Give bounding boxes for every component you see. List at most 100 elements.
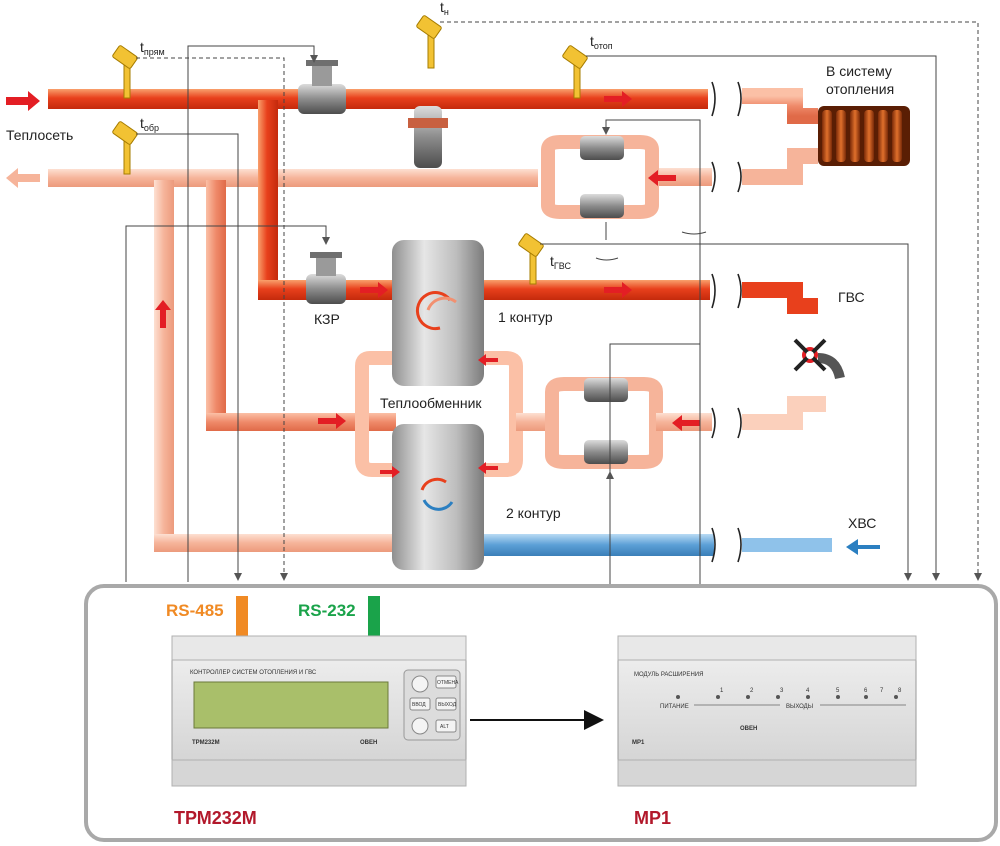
key-cancel[interactable] [435,675,457,689]
heating-supply-to-radiator [742,88,818,124]
key-exit-label: ВЫХОД [438,702,457,708]
controller-lcd [193,681,389,729]
recirc-pump-loop [545,377,663,469]
recirc-pump-bottom [584,440,628,464]
controller-frame [84,584,998,842]
faucet-icon [793,338,845,380]
output-number-4: 4 [806,688,810,694]
cold-water-label: ХВС [848,515,876,531]
cold-inflow-arrow [846,539,880,555]
sensor-outdoor-icon [416,15,442,69]
sensor-heating-icon [562,45,588,99]
sensor-heating-label: tотоп [590,33,613,51]
expansion-device [617,635,917,787]
sensor-supply-label: tпрям [140,39,165,57]
rs232-connector [368,596,380,648]
output-number-6: 6 [864,688,868,694]
pipe-breaks [711,81,742,563]
output-number-1: 1 [720,688,724,694]
controller-device [171,635,467,787]
hx-feed-pipe [206,413,396,431]
radiator-icon [818,106,910,166]
key-cancel-label: ОТМЕНА [437,680,459,686]
heating-pump-bottom [580,194,624,218]
rs232-label: RS-232 [298,601,356,620]
hx-upper-circulation-icon [415,291,457,331]
sensor-supply-icon [112,45,138,99]
flow-arrows [6,91,880,555]
kzr-valve [306,252,346,304]
hx-lower-tank [392,424,484,570]
hx-lower-circulation-icon [420,477,454,511]
expansion-model-small: МР1 [632,740,645,746]
heating-pump-loop [541,135,659,219]
expansion-power-label: ПИТАНИЕ [660,704,689,710]
heat-exchanger-label: Теплообменник [380,395,482,411]
rs485-connector [236,596,248,648]
line-supply-sensor [136,57,288,581]
controller-panel-title: КОНТРОЛЛЕР СИСТЕМ ОТОПЛЕНИЯ И ГВС [190,670,317,676]
heating-system-label-line2: отопления [826,81,894,97]
key-alt[interactable] [435,719,457,733]
line-recirc-pumps-top [609,343,701,586]
hx-left-loop [355,351,398,477]
output-number-5: 5 [836,688,840,694]
line-outdoor-sensor [440,21,982,581]
hot-water-outlet [742,282,818,314]
sensor-return-icon [112,121,138,175]
heating-network-label: Теплосеть [6,127,73,143]
controller-name: ТРМ232М [174,808,257,828]
return-riser-left [154,180,174,550]
supply-down-pipe [258,100,278,300]
recirc-pump-top [584,378,628,402]
output-leds [716,695,898,699]
heat-exchanger [392,240,484,570]
heating-return-pipe-right [652,168,712,186]
inflow-arrow [6,91,40,111]
expansion-brand: ОВЕН [740,726,757,732]
sensor-hot-water-icon [518,233,544,285]
key-up[interactable] [411,675,429,693]
line-heating-sensor [586,55,940,581]
controller-brand: ОВЕН [360,740,377,746]
line-valve-control [187,45,318,582]
expansion-panel-title: МОДУЛЬ РАСШИРЕНИЯ [634,672,703,678]
temperature-sensors [112,15,588,285]
key-exit[interactable] [435,697,457,711]
line-return-sensor [136,133,242,581]
cold-water-pipe [484,534,714,556]
line-kzr-control [125,225,330,582]
output-number-8: 8 [898,688,902,694]
controller-model-small: ТРМ232М [192,740,220,746]
network-supply-pipe [48,89,708,109]
pipes [48,81,832,563]
hx-upper-tank [392,240,484,386]
key-down[interactable] [411,717,429,735]
output-number-7: 7 [880,688,884,694]
output-number-2: 2 [750,688,754,694]
outflow-arrow [6,168,40,188]
recirc-outlet [742,396,826,430]
recirc-pipe-left [516,413,552,431]
sensor-return-label: tобр [140,115,159,133]
key-enter-label: ВВОД [412,702,426,708]
supply-control-valve [298,60,346,114]
hx-right-loop [484,351,523,477]
heating-return-from-radiator [742,148,818,185]
key-enter[interactable] [409,697,431,711]
circuit2-label: 2 контур [506,505,561,521]
expansion-output-numbers: 1 2 3 4 5 6 7 8 [720,688,902,694]
heating-system-label-line1: В систему [826,63,892,79]
rs485-label: RS-485 [166,601,224,620]
signal-lines [125,21,982,586]
valve-label: КЗР [314,311,340,327]
line-hot-water-sensor [540,243,912,581]
network-return-pipe [48,169,538,187]
heating-pump-top [580,136,624,160]
hot-water-label: ГВС [838,289,865,305]
power-led [676,695,680,699]
expansion-name: МР1 [634,808,671,828]
hot-water-pipe [484,280,710,300]
sensor-outdoor-label: tн [440,0,449,17]
